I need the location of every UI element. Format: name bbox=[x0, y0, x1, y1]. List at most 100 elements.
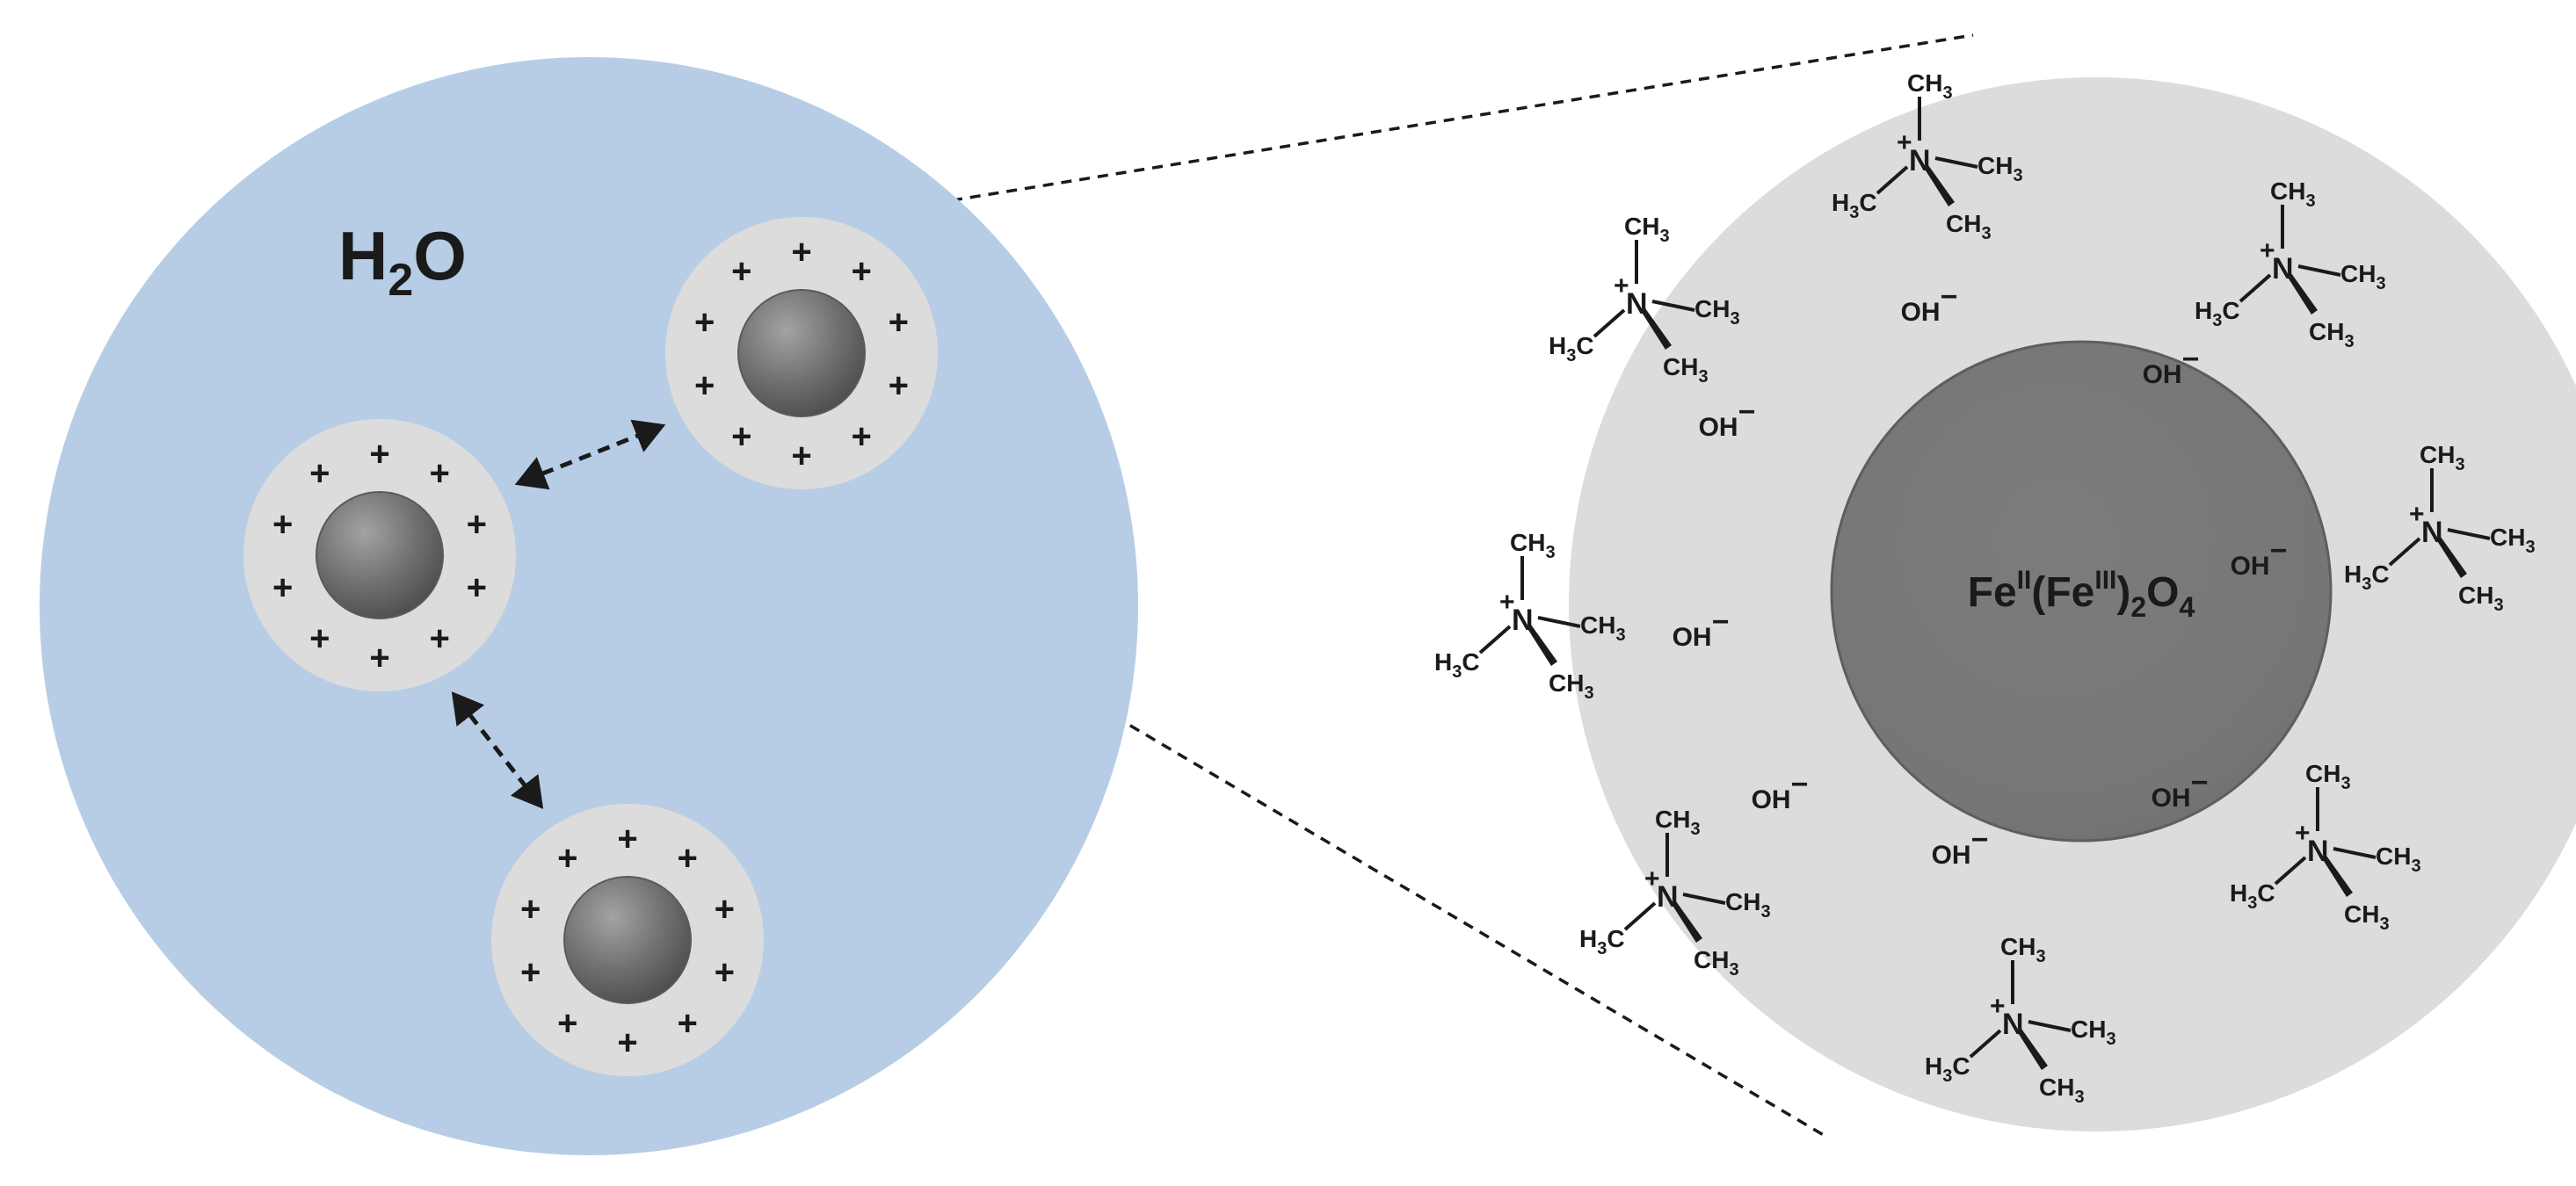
positive-charge: + bbox=[430, 619, 450, 658]
interaction-arrow-2 bbox=[451, 691, 544, 809]
positive-charge: + bbox=[678, 1004, 698, 1043]
positive-charge: + bbox=[731, 417, 751, 456]
positive-charge: + bbox=[309, 454, 330, 493]
methyl-group-lower: CH3 bbox=[1549, 669, 1594, 703]
positive-charge: + bbox=[731, 252, 751, 291]
positive-charge: + bbox=[1990, 992, 2006, 1021]
positive-charge: + bbox=[557, 839, 577, 878]
positive-charge: + bbox=[889, 303, 909, 342]
positive-charge: + bbox=[617, 820, 637, 858]
methyl-group-left: H3C bbox=[2344, 560, 2390, 594]
positive-charge: + bbox=[694, 366, 715, 405]
nitrogen-atom: N bbox=[1512, 604, 1534, 637]
hydroxide-ion: OH− bbox=[1932, 823, 1989, 870]
positive-charge: + bbox=[852, 417, 872, 456]
methyl-group-top: CH3 bbox=[2270, 177, 2316, 211]
methyl-group-right: CH3 bbox=[2490, 524, 2536, 557]
methyl-group-lower: CH3 bbox=[2309, 318, 2355, 351]
nanoparticle-2: ++++++++++ bbox=[243, 419, 516, 691]
nitrogen-atom: N bbox=[2307, 835, 2329, 868]
methyl-group-lower: CH3 bbox=[2344, 900, 2390, 934]
methyl-group-left: H3C bbox=[1832, 189, 1877, 222]
positive-charge: + bbox=[272, 505, 293, 544]
positive-charge: + bbox=[430, 454, 450, 493]
positive-charge: + bbox=[678, 839, 698, 878]
methyl-group-left: H3C bbox=[1925, 1052, 1970, 1086]
positive-charge: + bbox=[617, 1023, 637, 1062]
positive-charge: + bbox=[520, 890, 541, 929]
hydroxide-ion: OH− bbox=[1752, 768, 1809, 814]
positive-charge: + bbox=[309, 619, 330, 658]
hydroxide-ion: OH− bbox=[1901, 280, 1958, 327]
methyl-group-lower: CH3 bbox=[2039, 1074, 2085, 1107]
methyl-group-lower: CH3 bbox=[1694, 946, 1739, 980]
zoomed-core bbox=[1830, 340, 2333, 842]
positive-charge: + bbox=[694, 303, 715, 342]
hydroxide-ion: OH− bbox=[2231, 534, 2288, 581]
positive-charge: + bbox=[467, 568, 487, 607]
iron-oxide-core bbox=[316, 491, 444, 619]
methyl-group-top: CH3 bbox=[1624, 213, 1670, 246]
methyl-group-top: CH3 bbox=[2420, 441, 2465, 474]
nanoparticle-1: + + + + + + + + + + bbox=[665, 217, 938, 489]
positive-charge: + bbox=[889, 366, 909, 405]
methyl-group-left: H3C bbox=[1434, 648, 1480, 682]
nitrogen-atom: N bbox=[1626, 287, 1648, 321]
positive-charge: + bbox=[791, 233, 811, 271]
hydroxide-ion: OH− bbox=[2152, 766, 2209, 813]
methyl-group-left: H3C bbox=[2230, 879, 2275, 913]
positive-charge: + bbox=[369, 639, 389, 677]
positive-charge: + bbox=[1499, 588, 1515, 617]
methyl-group-lower: CH3 bbox=[1663, 353, 1709, 387]
hydroxide-ion: OH− bbox=[1673, 605, 1730, 652]
nanoparticle-3: ++++++++++ bbox=[491, 804, 764, 1076]
nitrogen-atom: N bbox=[2272, 252, 2294, 286]
positive-charge: + bbox=[791, 437, 811, 475]
positive-charge: + bbox=[272, 568, 293, 607]
methyl-group-top: CH3 bbox=[2000, 933, 2046, 966]
hydroxide-ion: OH− bbox=[1699, 395, 1756, 442]
methyl-group-right: CH3 bbox=[2071, 1016, 2116, 1049]
positive-charge: + bbox=[2260, 236, 2275, 265]
methyl-group-left: H3C bbox=[2195, 297, 2240, 330]
methyl-group-left: H3C bbox=[1549, 332, 1594, 365]
positive-charge: + bbox=[557, 1004, 577, 1043]
methyl-group-top: CH3 bbox=[1510, 529, 1556, 562]
methyl-group-right: CH3 bbox=[1977, 152, 2023, 185]
solvent-label: H2O bbox=[338, 217, 467, 306]
positive-charge: + bbox=[2409, 500, 2425, 529]
nitrogen-atom: N bbox=[1657, 880, 1679, 914]
methyl-group-right: CH3 bbox=[1694, 295, 1740, 329]
nitrogen-atom: N bbox=[2421, 516, 2443, 549]
positive-charge: + bbox=[467, 505, 487, 544]
methyl-group-top: CH3 bbox=[2305, 760, 2351, 793]
positive-charge: + bbox=[2295, 819, 2311, 848]
methyl-group-left: H3C bbox=[1579, 925, 1625, 958]
positive-charge: + bbox=[852, 252, 872, 291]
methyl-group-top: CH3 bbox=[1907, 69, 1953, 103]
methyl-group-lower: CH3 bbox=[2458, 582, 2504, 615]
nitrogen-atom: N bbox=[2002, 1008, 2024, 1041]
positive-charge: + bbox=[1897, 128, 1912, 157]
iron-oxide-core bbox=[737, 289, 866, 417]
core-formula: FeII(FeIII)2O4 bbox=[1968, 566, 2195, 623]
methyl-group-right: CH3 bbox=[2376, 842, 2421, 876]
methyl-group-right: CH3 bbox=[2340, 260, 2386, 293]
interaction-arrow-1 bbox=[514, 419, 666, 490]
nitrogen-atom: N bbox=[1909, 144, 1931, 177]
positive-charge: + bbox=[715, 890, 735, 929]
positive-charge: + bbox=[1644, 864, 1660, 893]
hydroxide-ion: OH− bbox=[2143, 343, 2200, 389]
positive-charge: + bbox=[1614, 271, 1629, 300]
positive-charge: + bbox=[715, 953, 735, 992]
methyl-group-right: CH3 bbox=[1580, 611, 1626, 645]
